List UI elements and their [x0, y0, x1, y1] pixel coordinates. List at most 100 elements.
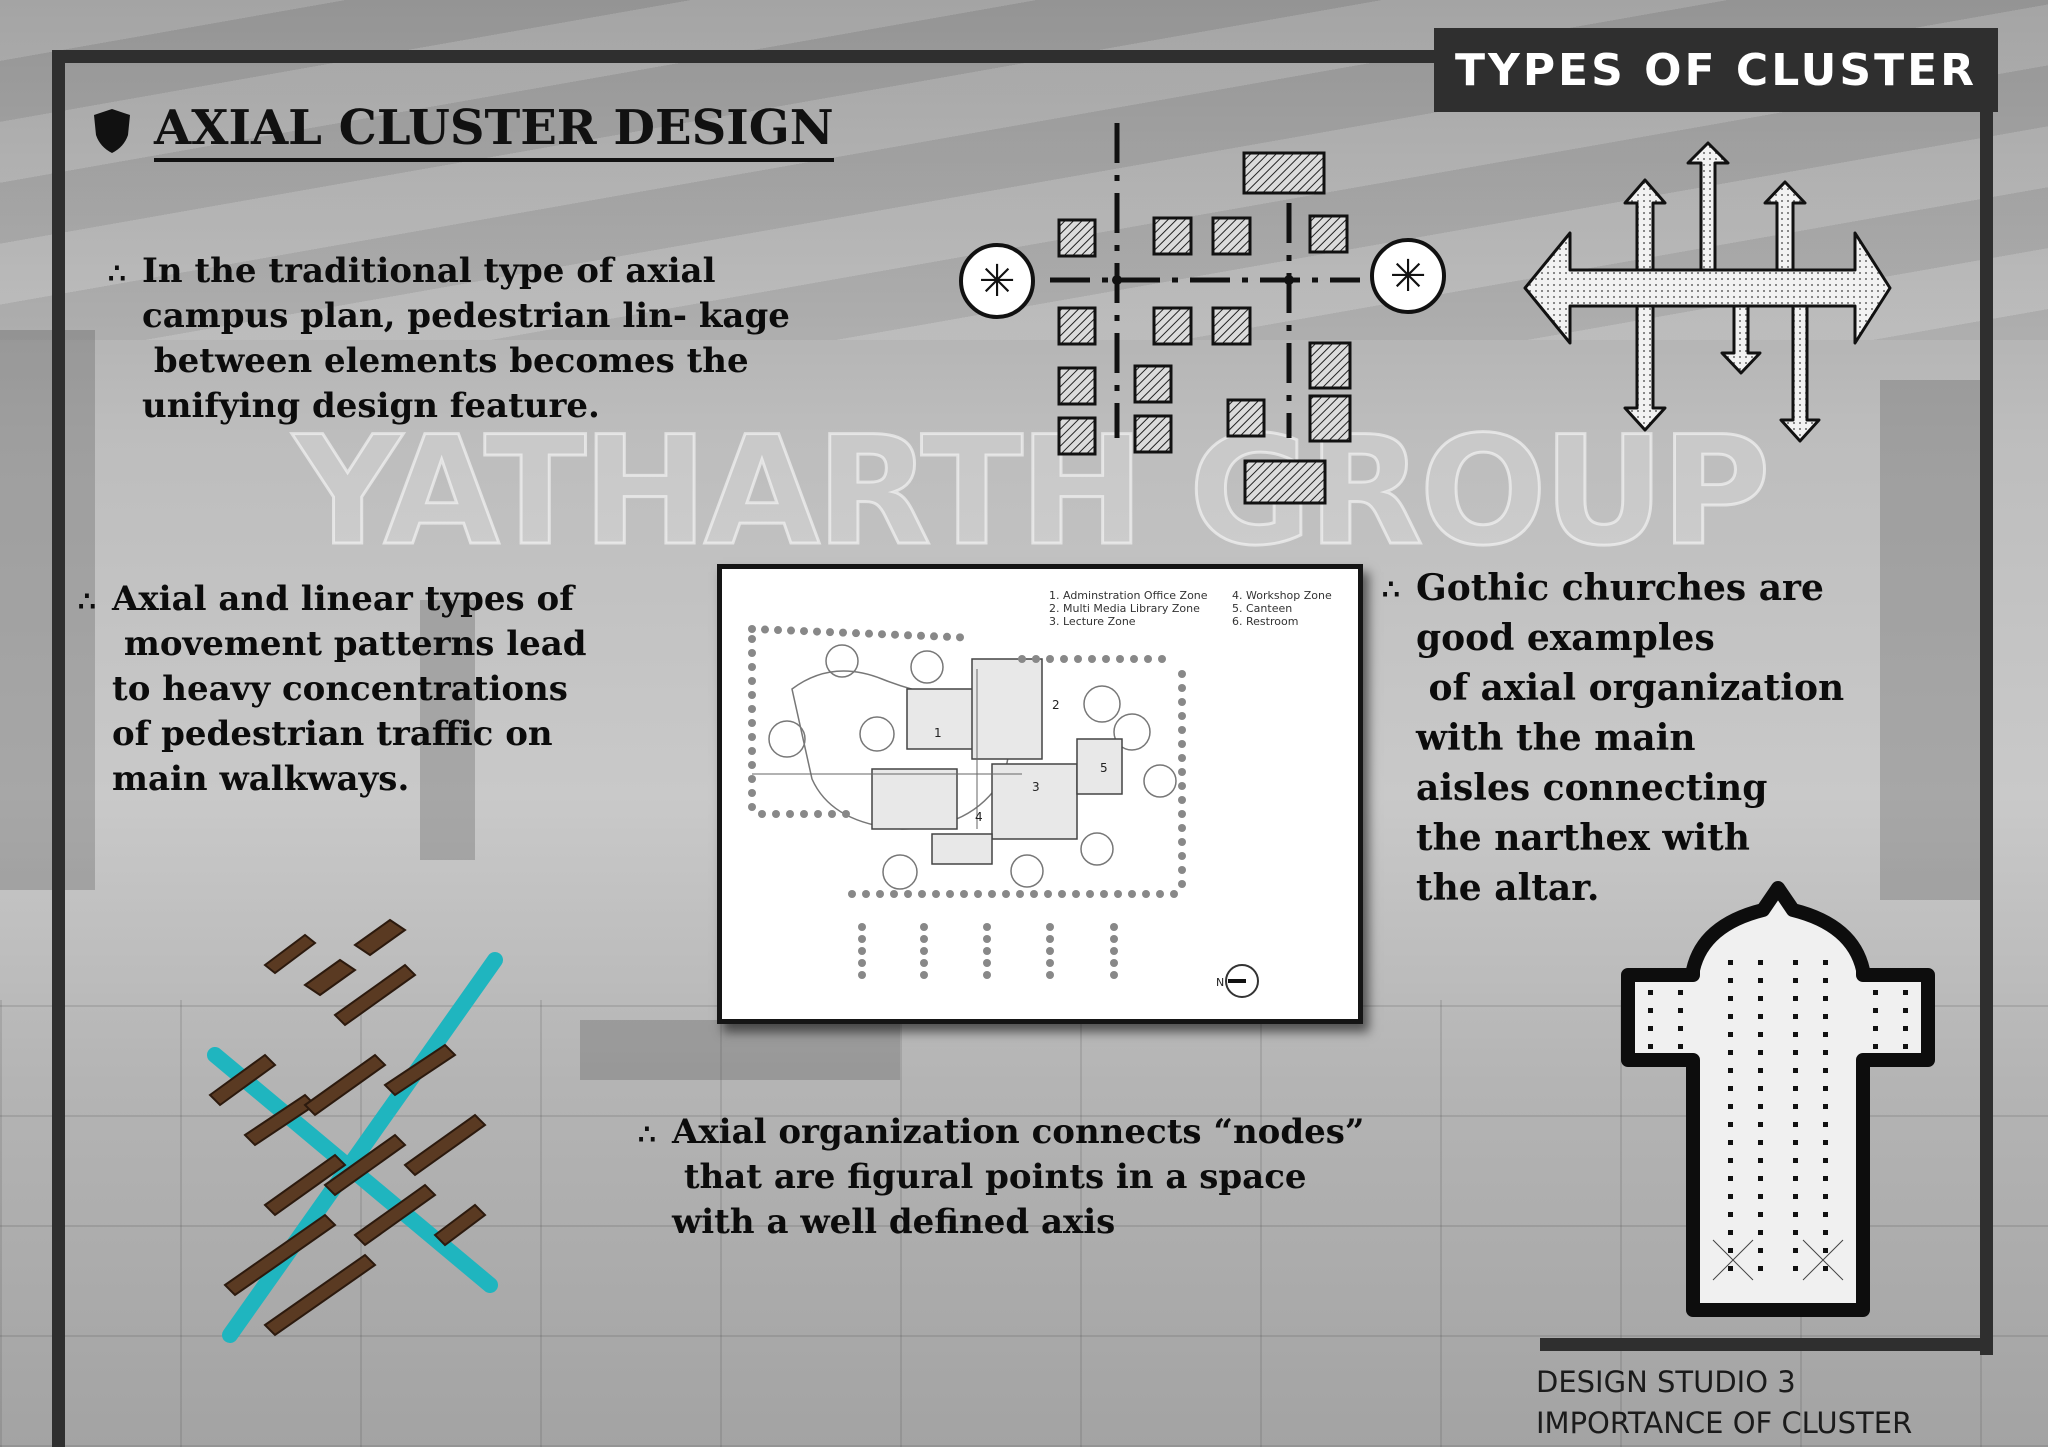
church-column	[1793, 1032, 1798, 1037]
tree-dot	[826, 628, 834, 637]
church-column	[1873, 1026, 1878, 1031]
frame-border-top	[52, 50, 1452, 63]
tree-dot	[920, 923, 928, 931]
tree-dot	[943, 632, 951, 641]
tree-dot	[1018, 655, 1026, 663]
legend-item: 5. Canteen	[1232, 602, 1293, 615]
church-column	[1793, 1176, 1798, 1181]
tree-dot	[891, 630, 899, 639]
tree-dot	[1178, 796, 1186, 804]
church-column	[1758, 1050, 1763, 1055]
paragraph-line: good examples	[1416, 617, 1715, 659]
tree-dot	[983, 959, 991, 967]
church-column	[1793, 1014, 1798, 1019]
bullet-icon: ∴	[638, 1118, 656, 1151]
church-column	[1648, 1008, 1653, 1013]
church-column	[1728, 1122, 1733, 1127]
tree-dot	[956, 633, 964, 642]
tree-dot	[930, 632, 938, 641]
paragraph-line: aisles connecting	[1416, 767, 1768, 809]
gothic-church-plan	[1621, 881, 1935, 1317]
frame-border-right	[1980, 105, 1993, 1355]
bullet-icon: ∴	[78, 585, 96, 618]
paragraph-movement-patterns: ∴ Axial and linear types of movement pat…	[78, 577, 587, 802]
tree-dot	[828, 810, 836, 818]
church-column	[1648, 1026, 1653, 1031]
church-column	[1903, 1044, 1908, 1049]
tree-dot	[839, 628, 847, 637]
legend-item: 4. Workshop Zone	[1232, 589, 1332, 602]
church-column	[1728, 1032, 1733, 1037]
church-column	[1903, 990, 1908, 995]
tree-dot	[800, 810, 808, 818]
tree-dot	[1178, 670, 1186, 678]
church-column	[1823, 960, 1828, 965]
background-pillar	[0, 330, 95, 890]
paragraph-line: Gothic churches are	[1416, 567, 1824, 609]
paragraph-line: In the traditional type of axial	[142, 251, 716, 291]
title-row: AXIAL CLUSTER DESIGN	[92, 100, 834, 162]
tree-dot	[852, 629, 860, 638]
tree-dot	[1102, 655, 1110, 663]
tree-dot	[1178, 838, 1186, 846]
tree-dot	[1178, 684, 1186, 692]
tree-dot	[1128, 890, 1136, 898]
tree-dot	[1030, 890, 1038, 898]
paragraph-axial-nodes: ∴ Axial organization connects “nodes” th…	[638, 1110, 1365, 1245]
tree-dot	[974, 890, 982, 898]
church-column	[1823, 996, 1828, 1001]
tree-dot	[1016, 890, 1024, 898]
church-column	[1728, 1014, 1733, 1019]
church-column	[1648, 1044, 1653, 1049]
tree-dot	[1178, 740, 1186, 748]
tree-dot	[1178, 768, 1186, 776]
bullet-icon: ∴	[108, 257, 126, 290]
tree-dot	[1144, 655, 1152, 663]
paragraph-traditional-axial: ∴ In the traditional type of axial campu…	[108, 249, 790, 429]
paragraph-line: the altar.	[1416, 867, 1600, 909]
tree-dot	[983, 923, 991, 931]
tree-dot	[787, 626, 795, 635]
tree-dot	[748, 775, 756, 783]
tree-dot	[748, 635, 756, 643]
church-column	[1728, 1104, 1733, 1109]
church-column	[1903, 1008, 1908, 1013]
paragraph-line: Axial organization connects “nodes”	[672, 1112, 1365, 1152]
paragraph-line: of pedestrian traffic on	[112, 714, 553, 754]
paragraph-line: between elements becomes the	[142, 341, 749, 381]
church-column	[1728, 1266, 1733, 1271]
tree-dot	[1032, 655, 1040, 663]
church-column	[1903, 1026, 1908, 1031]
tree-dot	[1178, 712, 1186, 720]
tree-dot	[1110, 923, 1118, 931]
tree-dot	[904, 631, 912, 640]
tree-dot	[1110, 971, 1118, 979]
tree-dot	[848, 890, 856, 898]
tree-dot	[1114, 890, 1122, 898]
tree-dot	[814, 810, 822, 818]
tree-dot	[876, 890, 884, 898]
tree-dot	[1074, 655, 1082, 663]
tree-dot	[1088, 655, 1096, 663]
church-column	[1823, 1194, 1828, 1199]
church-column	[1728, 978, 1733, 983]
tree-dot	[786, 810, 794, 818]
tree-dot	[1130, 655, 1138, 663]
category-label: TYPES OF CLUSTER	[1454, 44, 1978, 96]
tree-dot	[1086, 890, 1094, 898]
site-plan-graphic: 1 2 3 4 5 N	[748, 625, 1259, 998]
tree-dot	[1158, 655, 1166, 663]
church-column	[1758, 1032, 1763, 1037]
background-pillar	[1880, 380, 1990, 900]
church-column	[1823, 1158, 1828, 1163]
tree-dot	[858, 971, 866, 979]
church-column	[1823, 1266, 1828, 1271]
tree-dot	[917, 631, 925, 640]
church-column	[1793, 1194, 1798, 1199]
tree-dot	[1110, 947, 1118, 955]
tree-dot	[1002, 890, 1010, 898]
tree-dot	[920, 971, 928, 979]
north-arrow-label: N	[1216, 976, 1224, 989]
tree-dot	[1110, 959, 1118, 967]
zone-number: 5	[1100, 761, 1108, 775]
